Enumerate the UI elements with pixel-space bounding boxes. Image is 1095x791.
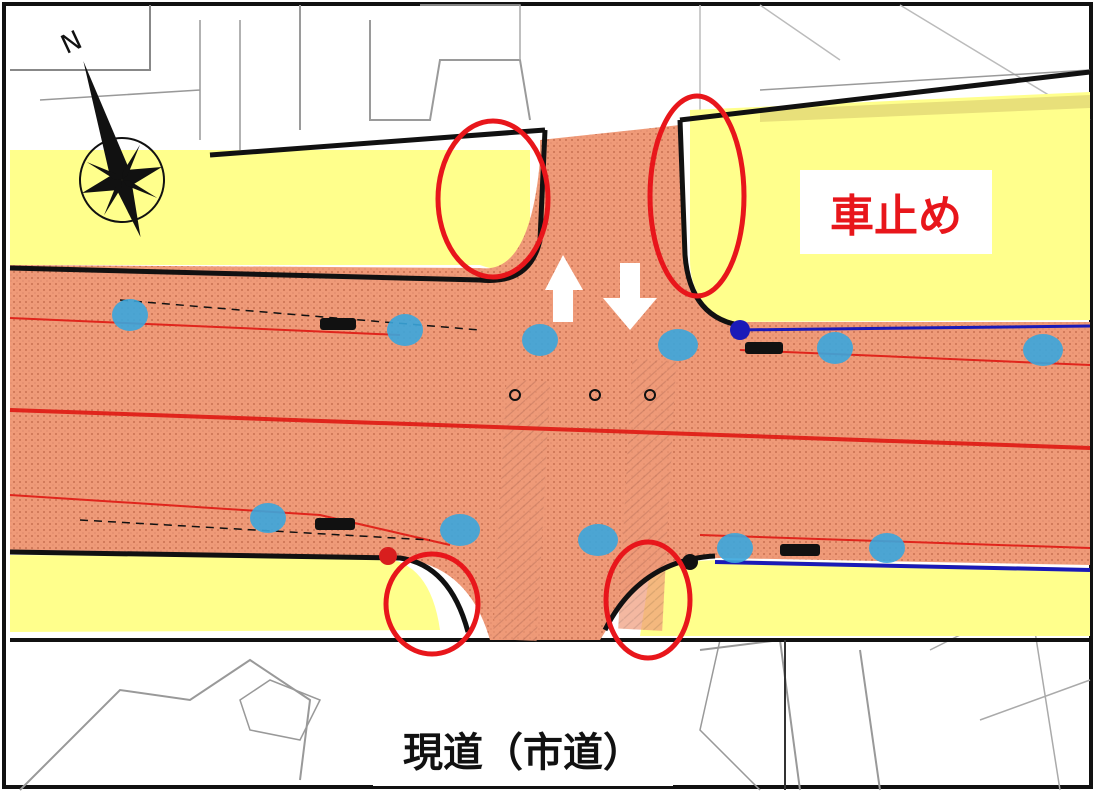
planting-marker bbox=[112, 299, 148, 331]
blue-road-edge bbox=[714, 560, 1091, 572]
planting-marker bbox=[869, 533, 905, 563]
highlight-rings bbox=[383, 93, 747, 661]
current-road-label: 現道（市道） bbox=[373, 712, 673, 786]
planting-marker bbox=[717, 533, 753, 563]
planting-marker bbox=[440, 514, 480, 546]
planting-marker bbox=[522, 324, 558, 356]
arrow-down-icon bbox=[603, 263, 657, 330]
car-stop-ring-nw bbox=[435, 118, 551, 280]
car-stop-ring-sw bbox=[383, 551, 481, 657]
car-stop-ring-ne bbox=[647, 93, 747, 299]
planting-marker bbox=[658, 329, 698, 361]
planting-marker bbox=[817, 332, 853, 364]
compass-rose-icon bbox=[79, 61, 165, 238]
car-stop-label: 車止め bbox=[800, 170, 992, 254]
lane-lines bbox=[9, 299, 1091, 549]
planting-marker bbox=[578, 524, 618, 556]
arrow-up-icon bbox=[545, 255, 583, 322]
planting-markers bbox=[112, 299, 1063, 563]
planting-marker bbox=[1023, 334, 1063, 366]
blue-road-edge-top bbox=[734, 324, 1091, 332]
pole-markers bbox=[315, 318, 820, 570]
car-stop-ring-se bbox=[603, 539, 693, 661]
planting-marker bbox=[250, 503, 286, 533]
planting-marker bbox=[387, 314, 423, 346]
